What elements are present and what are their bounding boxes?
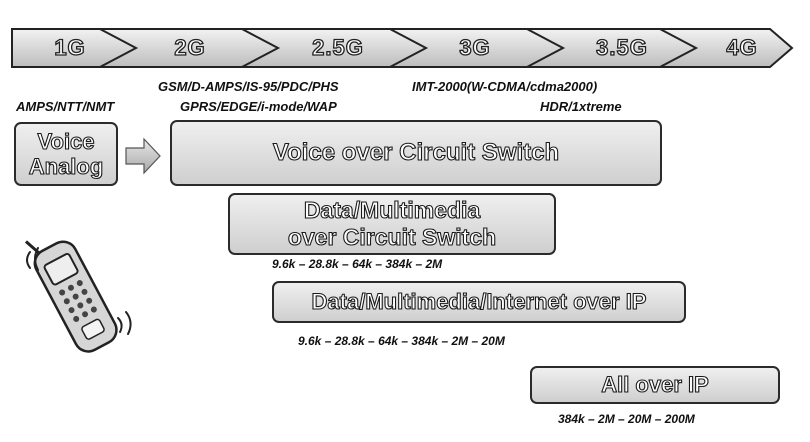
chevron-divider — [99, 28, 139, 68]
speed-data-circuit: 9.6k – 28.8k – 64k – 384k – 2M — [272, 257, 443, 271]
generation-label-3g: 3G — [459, 34, 491, 60]
voice-analog-box: Voice Analog — [14, 122, 118, 186]
generation-label-4g: 4G — [726, 34, 758, 60]
generation-arrow-band — [11, 28, 794, 68]
data-circuit-line2: over Circuit Switch — [287, 223, 497, 250]
voice-circuit-switch-box: Voice over Circuit Switch — [170, 120, 662, 186]
chevron-divider — [526, 28, 566, 68]
standards-1g: AMPS/NTT/NMT — [16, 99, 115, 114]
speed-data-ip: 9.6k – 28.8k – 64k – 384k – 2M – 20M — [298, 334, 505, 348]
standards-2-5g: GPRS/EDGE/i-mode/WAP — [180, 99, 337, 114]
data-circuit-line1: Data/Multimedia — [303, 196, 481, 223]
chevron-divider — [241, 28, 281, 68]
all-ip-box: All over IP — [530, 366, 780, 404]
speed-all-ip: 384k – 2M – 20M – 200M — [558, 412, 695, 426]
generation-label-2-5g: 2.5G — [311, 34, 364, 60]
right-arrow-icon — [125, 137, 161, 175]
chevron-divider — [389, 28, 429, 68]
generation-label-1g: 1G — [54, 34, 86, 60]
mobile-phone-icon — [24, 240, 132, 353]
standards-2g: GSM/D-AMPS/IS-95/PDC/PHS — [158, 79, 339, 94]
standards-3g: IMT-2000(W-CDMA/cdma2000) — [412, 79, 598, 94]
data-ip-box: Data/Multimedia/Internet over IP — [272, 281, 686, 323]
data-circuit-switch-box: Data/Multimedia over Circuit Switch — [228, 193, 556, 255]
generation-label-2g: 2G — [174, 34, 206, 60]
voice-analog-line1: Voice — [37, 128, 95, 154]
standards-3-5g: HDR/1xtreme — [540, 99, 622, 114]
chevron-divider — [659, 28, 699, 68]
generation-label-3-5g: 3.5G — [595, 34, 648, 60]
voice-analog-line2: Analog — [28, 153, 104, 179]
